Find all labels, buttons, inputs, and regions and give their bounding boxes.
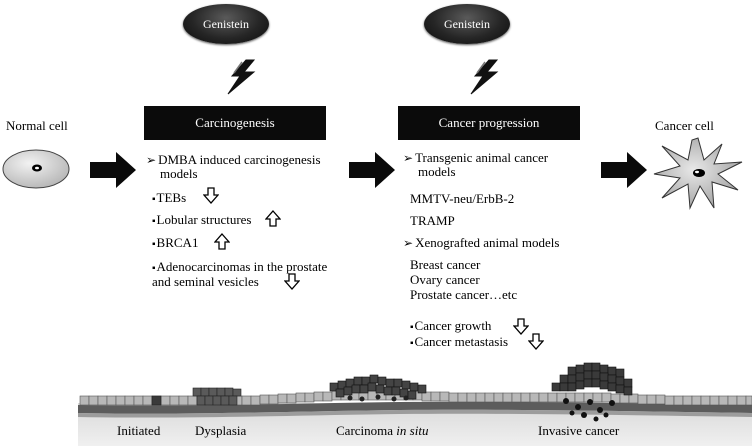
- carcinogenesis-header: Carcinogenesis: [144, 106, 326, 140]
- lightning-right-icon: [470, 59, 499, 95]
- dmba-models-line2: models: [160, 166, 198, 181]
- metastasis-down-arrow-icon: [528, 333, 544, 350]
- transgenic-line2: models: [418, 164, 456, 179]
- stage-invasive: Invasive cancer: [538, 423, 620, 438]
- arrow-right-3-icon: [601, 152, 647, 188]
- transgenic-line1: Transgenic animal cancer: [403, 150, 548, 166]
- lobular-item: Lobular structures: [152, 212, 252, 229]
- stage-initiated: Initiated: [117, 423, 161, 438]
- genistein-left-label: Genistein: [203, 16, 249, 31]
- normal-cell-label: Normal cell: [6, 118, 68, 133]
- genistein-right-oval: Genistein: [424, 4, 510, 44]
- adeno-line1: Adenocarcinomas in the prostate: [152, 259, 328, 276]
- stage-carcinoma-text: Carcinoma: [336, 423, 397, 438]
- cancer-metastasis-item: Cancer metastasis: [410, 334, 509, 351]
- tebs-down-arrow-icon: [203, 187, 219, 204]
- genistein-right-label: Genistein: [444, 16, 490, 31]
- tramp-item: TRAMP: [410, 213, 455, 228]
- genistein-left-oval: Genistein: [183, 4, 269, 44]
- progression-header: Cancer progression: [398, 106, 580, 140]
- tissue-progression-illustration: [78, 362, 752, 446]
- ovary-cancer-item: Ovary cancer: [410, 272, 480, 287]
- carcinogenesis-title: Carcinogenesis: [195, 115, 275, 130]
- adeno-down-arrow-icon: [284, 273, 300, 290]
- cancer-growth-item: Cancer growth: [410, 318, 492, 335]
- arrow-right-1-icon: [90, 152, 136, 188]
- brca1-up-arrow-icon: [214, 233, 230, 250]
- cancer-cell-label: Cancer cell: [655, 118, 714, 133]
- breast-cancer-item: Breast cancer: [410, 257, 481, 272]
- lightning-left-icon: [227, 59, 256, 95]
- stage-dysplasia: Dysplasia: [195, 423, 247, 438]
- cancer-cell-icon: [653, 137, 743, 210]
- brca1-item: BRCA1: [152, 235, 199, 252]
- progression-title: Cancer progression: [438, 115, 540, 130]
- stage-carcinoma-in-situ: Carcinoma in situ: [336, 423, 428, 439]
- prostate-cancer-item: Prostate cancer…etc: [410, 287, 518, 302]
- arrow-right-2-icon: [349, 152, 395, 188]
- xenograft-item: Xenografted animal models: [403, 235, 559, 251]
- lobular-up-arrow-icon: [265, 210, 281, 227]
- growth-down-arrow-icon: [513, 318, 529, 335]
- dmba-models-line1: DMBA induced carcinogenesis: [146, 152, 320, 168]
- tebs-item: TEBs: [152, 190, 187, 207]
- mmtv-item: MMTV-neu/ErbB-2: [410, 191, 515, 206]
- adeno-line2: and seminal vesicles: [152, 274, 259, 289]
- normal-cell-icon: [2, 149, 70, 189]
- stage-in-situ-text: in situ: [396, 423, 429, 438]
